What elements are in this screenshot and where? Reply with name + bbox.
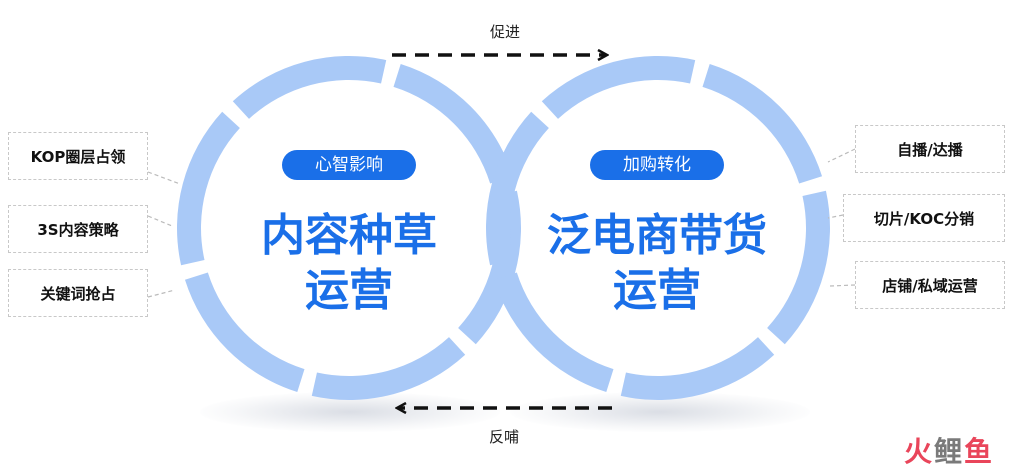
connector-line xyxy=(829,284,856,287)
logo-char: 鱼 xyxy=(963,435,994,468)
ring-segment xyxy=(702,63,823,184)
connector-line xyxy=(147,215,173,227)
ring-segment xyxy=(232,56,387,119)
left-item-box: 关键词抢占 xyxy=(8,269,148,317)
right-circle-title-line2: 运营 xyxy=(613,265,701,316)
right-circle-title-line1: 泛电商带货 xyxy=(547,210,767,261)
left-item-box: 3S内容策略 xyxy=(8,205,148,253)
ring-segment xyxy=(541,56,696,119)
connector-line xyxy=(827,214,844,219)
bottom-flow-label: 反哺 xyxy=(489,428,520,446)
ring-segment xyxy=(767,190,831,345)
right-item-box: 店铺/私域运营 xyxy=(855,261,1005,309)
left-circle-title-line2: 运营 xyxy=(305,265,393,316)
connector-line xyxy=(147,289,176,298)
right-item-box: 自播/达播 xyxy=(855,125,1005,173)
ring-segment xyxy=(184,272,305,393)
logo-char: 鲤 xyxy=(933,435,964,468)
right-circle-pill: 加购转化 xyxy=(590,150,724,180)
logo-char: 火 xyxy=(903,435,934,468)
left-circle-pill: 心智影响 xyxy=(282,150,416,180)
ring-segment xyxy=(311,337,466,400)
left-item-box: KOP圈层占领 xyxy=(8,132,148,180)
right-ring xyxy=(486,56,831,400)
ring-segment xyxy=(493,272,614,393)
connector-line xyxy=(827,148,856,163)
connector-line xyxy=(147,171,181,185)
ring-segment xyxy=(620,337,775,400)
ring-segment xyxy=(393,63,514,184)
left-circle-title-line1: 内容种草 xyxy=(261,210,437,261)
right-item-box: 切片/KOC分销 xyxy=(843,194,1005,242)
brand-logo: 火鲤鱼 xyxy=(904,430,994,470)
ring-segment xyxy=(486,111,549,266)
ring-segment xyxy=(177,111,240,266)
top-flow-label: 促进 xyxy=(490,23,521,41)
